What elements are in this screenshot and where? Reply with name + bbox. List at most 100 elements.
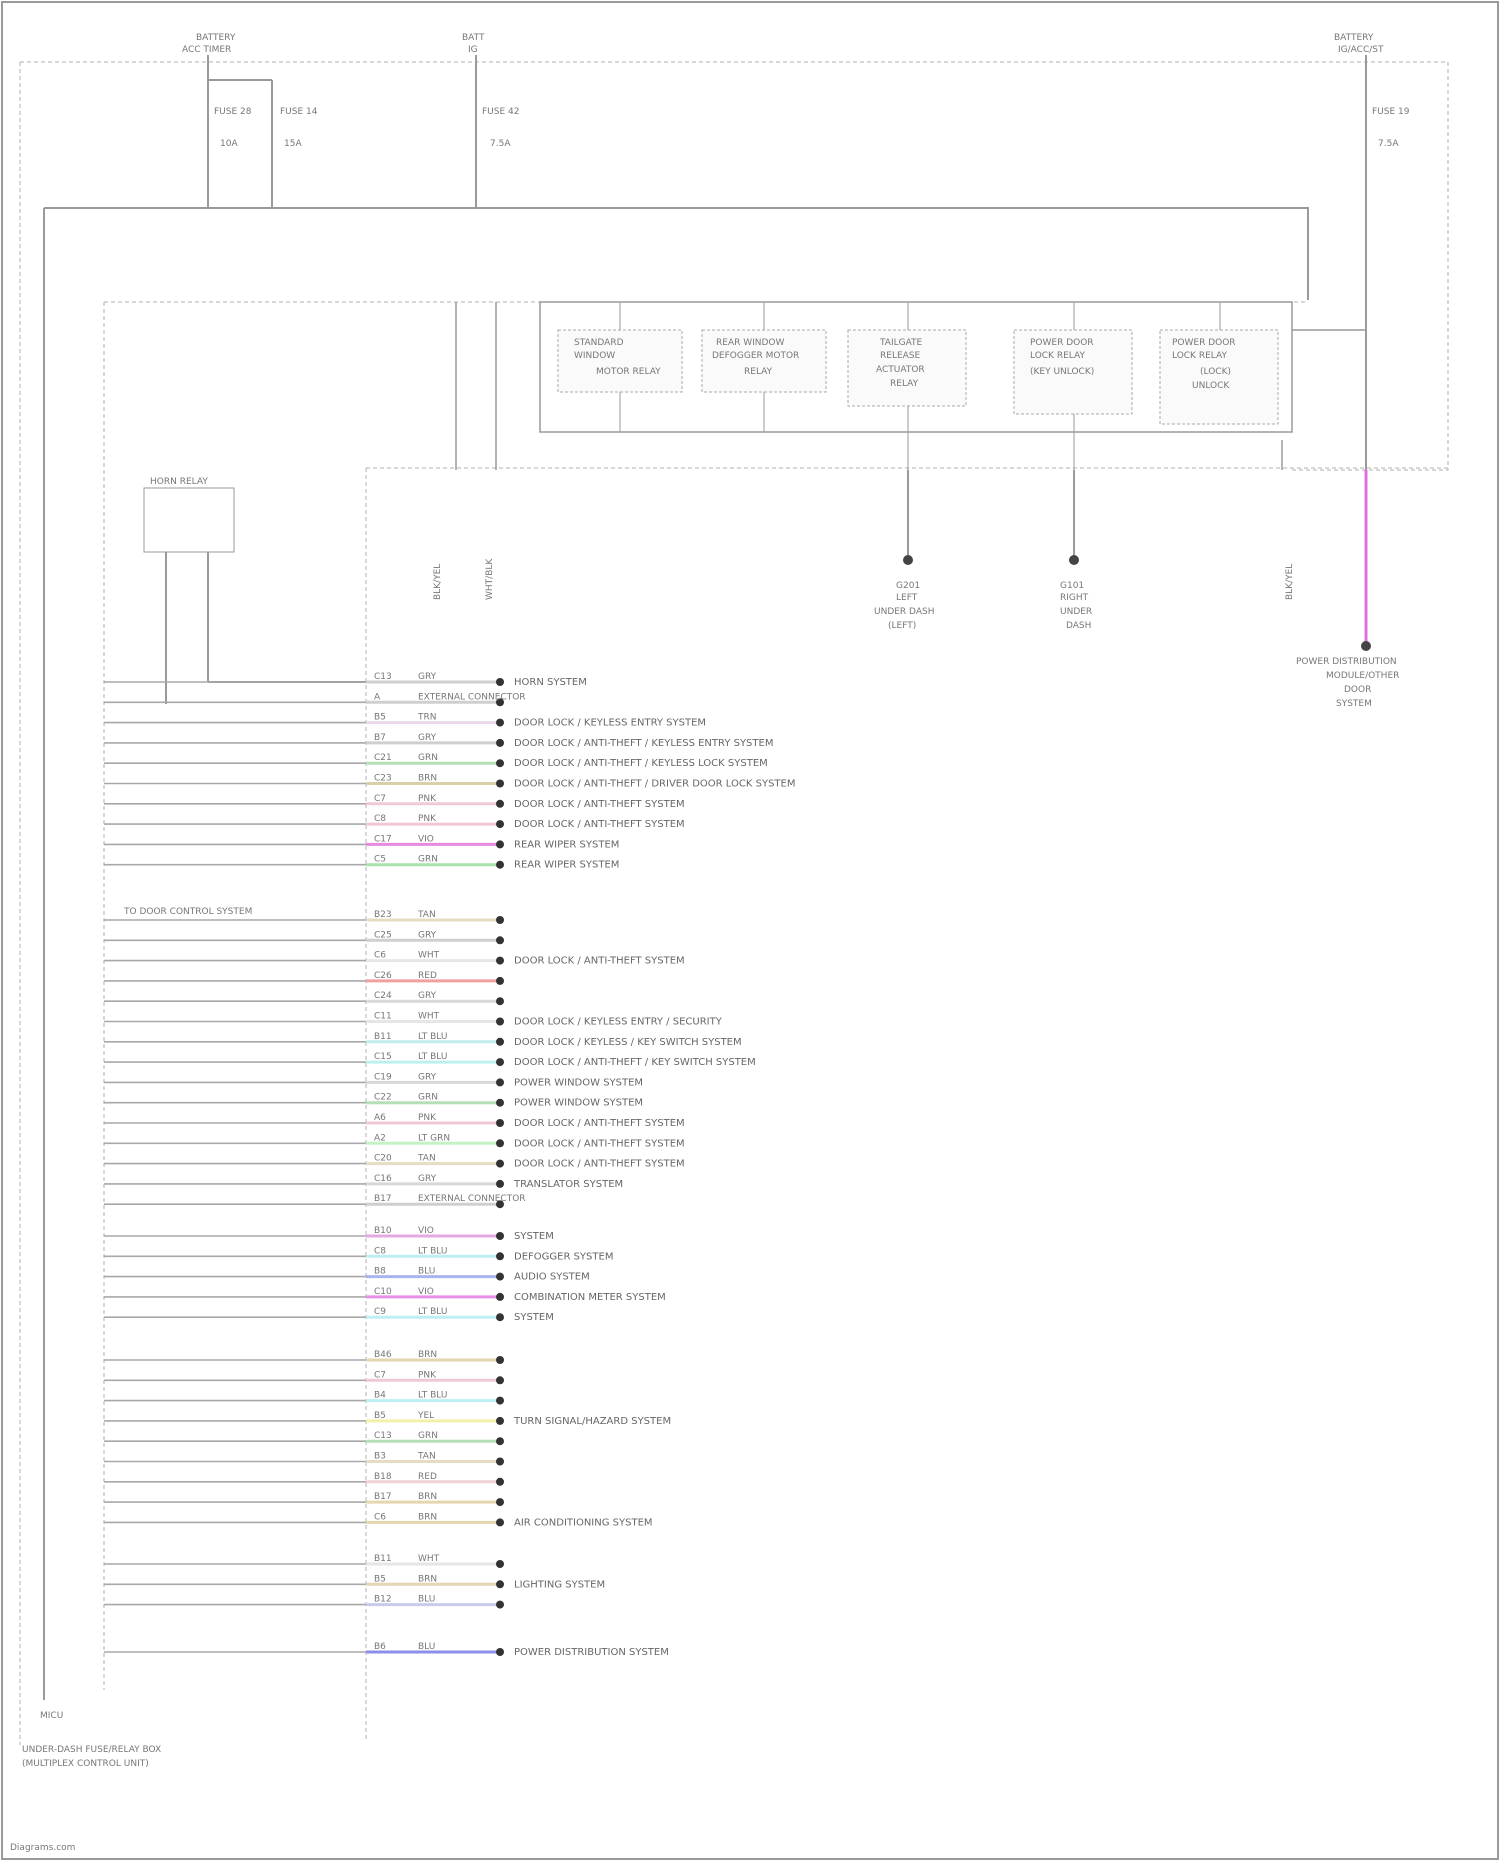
wire-color-label: BRN bbox=[418, 1350, 437, 1360]
connector-row: B46BRN bbox=[104, 1350, 504, 1364]
pin-label: C22 bbox=[374, 1093, 392, 1103]
svg-text:MODULE/OTHER: MODULE/OTHER bbox=[1326, 671, 1399, 681]
circuit-description: POWER WINDOW SYSTEM bbox=[514, 1077, 643, 1088]
circuit-description: SYSTEM bbox=[514, 1312, 554, 1323]
circuit-description: DOOR LOCK / ANTI-THEFT / DRIVER DOOR LOC… bbox=[514, 779, 795, 790]
wire-color-label: YEL bbox=[417, 1411, 434, 1421]
pin-label: B11 bbox=[374, 1554, 392, 1564]
wire-color-label: GRY bbox=[418, 991, 437, 1001]
svg-text:BLK/YEL: BLK/YEL bbox=[433, 564, 443, 600]
connector-row: C6BRNAIR CONDITIONING SYSTEM bbox=[104, 1512, 653, 1528]
wire-color-label: TAN bbox=[417, 1154, 436, 1164]
terminal-dot bbox=[496, 1180, 504, 1188]
connector-row: B11WHT bbox=[104, 1554, 504, 1568]
pin-label: C21 bbox=[374, 753, 392, 763]
svg-text:LOCK RELAY: LOCK RELAY bbox=[1172, 351, 1227, 361]
svg-text:RIGHT: RIGHT bbox=[1060, 593, 1089, 603]
pin-label: C16 bbox=[374, 1174, 392, 1184]
ecu-block-label: MICU bbox=[40, 1711, 63, 1721]
terminal-dot bbox=[496, 916, 504, 924]
pin-label: C13 bbox=[374, 672, 392, 682]
svg-text:RELEASE: RELEASE bbox=[880, 351, 921, 361]
wire-color-label: PNK bbox=[418, 814, 437, 824]
wire-color-label: VIO bbox=[418, 1287, 434, 1297]
pin-label: B5 bbox=[374, 713, 386, 723]
svg-text:TAILGATE: TAILGATE bbox=[879, 338, 923, 348]
fuse-19-rating: 7.5A bbox=[1378, 139, 1399, 149]
terminal-dot bbox=[496, 1560, 504, 1568]
ecu-footer-2: (MULTIPLEX CONTROL UNIT) bbox=[22, 1759, 149, 1769]
fuse-19-label: FUSE 19 bbox=[1372, 107, 1410, 117]
circuit-description: LIGHTING SYSTEM bbox=[514, 1579, 605, 1590]
pin-label: C24 bbox=[374, 991, 392, 1001]
connector-row: C10VIOCOMBINATION METER SYSTEM bbox=[104, 1287, 666, 1303]
mid-note: TO DOOR CONTROL SYSTEM bbox=[123, 907, 252, 917]
connector-row: C7PNK bbox=[104, 1370, 504, 1384]
svg-text:(LEFT): (LEFT) bbox=[888, 621, 916, 631]
pin-label: C7 bbox=[374, 794, 386, 804]
svg-text:RELAY: RELAY bbox=[890, 379, 919, 389]
wire-color-label: RED bbox=[418, 1472, 437, 1482]
terminal-dot bbox=[496, 1038, 504, 1046]
circuit-description: DOOR LOCK / KEYLESS ENTRY / SECURITY bbox=[514, 1017, 723, 1028]
connector-row: B10VIOSYSTEM bbox=[104, 1226, 554, 1242]
terminal-dot bbox=[496, 1356, 504, 1364]
svg-text:MOTOR RELAY: MOTOR RELAY bbox=[596, 367, 661, 377]
connector-row: B5TRNDOOR LOCK / KEYLESS ENTRY SYSTEM bbox=[104, 713, 706, 729]
terminal-dot bbox=[496, 1437, 504, 1445]
terminal-dot bbox=[496, 861, 504, 869]
watermark: Diagrams.com bbox=[10, 1843, 75, 1853]
pin-label: B5 bbox=[374, 1574, 386, 1584]
wire-color-label: TAN bbox=[417, 1452, 436, 1462]
svg-text:(KEY UNLOCK): (KEY UNLOCK) bbox=[1030, 367, 1094, 377]
pin-label: B6 bbox=[374, 1642, 386, 1652]
wire-color-label: EXTERNAL CONNECTOR bbox=[418, 1194, 526, 1204]
connector-row: C24 GRY bbox=[104, 991, 504, 1005]
pin-label: B17 bbox=[374, 1194, 392, 1204]
svg-text:BATT: BATT bbox=[462, 33, 485, 43]
wire-color-label: BRN bbox=[418, 1574, 437, 1584]
terminal-dot bbox=[496, 1417, 504, 1425]
connector-row: B6BLUPOWER DISTRIBUTION SYSTEM bbox=[104, 1642, 669, 1658]
pin-label: B12 bbox=[374, 1595, 392, 1605]
circuit-description: DOOR LOCK / ANTI-THEFT SYSTEM bbox=[514, 819, 685, 830]
pin-label: C6 bbox=[374, 951, 386, 961]
pin-label: C20 bbox=[374, 1154, 392, 1164]
terminal-dot bbox=[496, 1458, 504, 1466]
wire-color-label: VIO bbox=[418, 834, 434, 844]
wire-color-label: EXTERNAL CONNECTOR bbox=[418, 692, 526, 702]
terminal-dot bbox=[496, 719, 504, 727]
connector-row: C9LT BLUSYSTEM bbox=[104, 1307, 554, 1323]
pin-label: C13 bbox=[374, 1431, 392, 1441]
wire-color-label: BRN bbox=[418, 774, 437, 784]
circuit-description: DOOR LOCK / ANTI-THEFT SYSTEM bbox=[514, 1159, 685, 1170]
terminal-dot bbox=[496, 1058, 504, 1066]
terminal-dot bbox=[496, 1078, 504, 1086]
terminal-dot bbox=[496, 1313, 504, 1321]
wire-color-label: GRY bbox=[418, 930, 437, 940]
wire-color-label: LT BLU bbox=[418, 1246, 447, 1256]
pin-label: B17 bbox=[374, 1492, 392, 1502]
wire-color-label: RED bbox=[418, 971, 437, 981]
svg-text:UNLOCK: UNLOCK bbox=[1192, 381, 1230, 391]
wire-color-label: BLU bbox=[418, 1642, 435, 1652]
svg-text:SYSTEM: SYSTEM bbox=[1336, 699, 1372, 709]
terminal-dot bbox=[496, 1018, 504, 1026]
terminal-dot bbox=[496, 1252, 504, 1260]
svg-text:UNDER: UNDER bbox=[1060, 607, 1092, 617]
svg-text:IG/ACC/ST: IG/ACC/ST bbox=[1338, 45, 1384, 55]
pin-label: C26 bbox=[374, 971, 392, 981]
terminal-dot bbox=[496, 1498, 504, 1506]
svg-text:BATTERY: BATTERY bbox=[1334, 33, 1374, 43]
terminal-dot bbox=[496, 1099, 504, 1107]
circuit-description: SYSTEM bbox=[514, 1231, 554, 1242]
wire-color-label: GRN bbox=[418, 753, 438, 763]
connector-row: C7PNKDOOR LOCK / ANTI-THEFT SYSTEM bbox=[104, 794, 685, 810]
circuit-description: COMBINATION METER SYSTEM bbox=[514, 1292, 666, 1303]
pin-label: C7 bbox=[374, 1370, 386, 1380]
svg-text:IG: IG bbox=[468, 45, 478, 55]
